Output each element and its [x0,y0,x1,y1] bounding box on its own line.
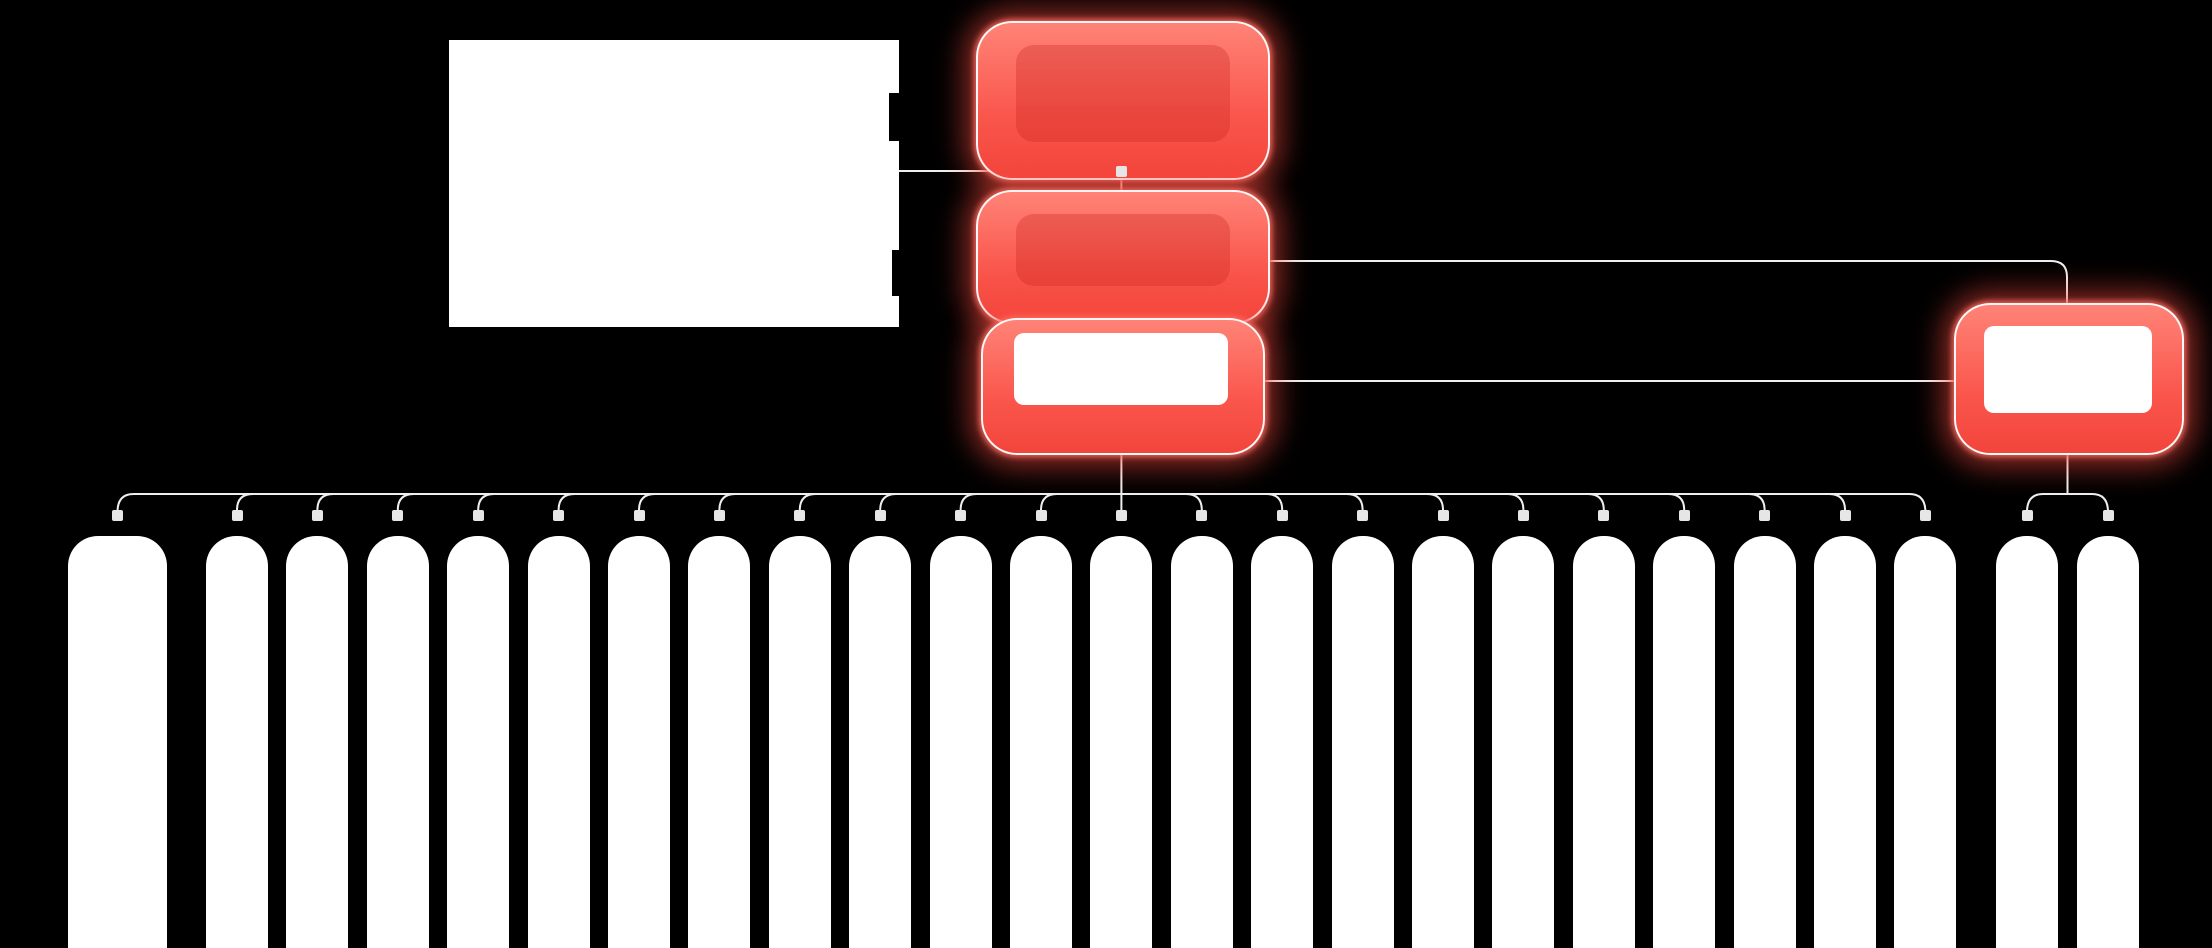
topic-node-middle[interactable] [976,190,1270,324]
connection-handle[interactable] [112,510,123,521]
child-node[interactable] [688,536,751,948]
child-node[interactable] [1412,536,1474,948]
child-node[interactable] [1572,536,1635,948]
connection-handle[interactable] [794,510,806,521]
connection-handle[interactable] [1678,510,1690,521]
connection-handle[interactable] [553,510,565,521]
topic-node-right[interactable] [1954,303,2184,455]
connection-handle[interactable] [2021,510,2033,521]
topic-text-field[interactable] [1984,326,2152,413]
child-node[interactable] [1814,536,1876,948]
child-node[interactable] [768,536,831,948]
topic-text-field[interactable] [1014,333,1228,405]
connection-handle[interactable] [1357,510,1369,521]
topic-node-top[interactable] [976,21,1270,180]
connection-handle[interactable] [311,510,323,521]
child-node[interactable] [1894,536,1957,948]
connection-handle[interactable] [1276,510,1288,521]
connection-handle[interactable] [1035,510,1047,521]
child-node[interactable] [1653,536,1716,948]
topic-content-area [1016,45,1230,142]
white-panel[interactable] [449,40,899,327]
connection-handle[interactable] [1919,510,1931,521]
connection-handle[interactable] [713,510,725,521]
connection-handle[interactable] [2102,510,2114,521]
child-node[interactable] [527,536,590,948]
child-node[interactable] [447,536,510,948]
connection-handle[interactable] [633,510,645,521]
connection-handle[interactable] [392,510,404,521]
connection-handle[interactable] [1196,510,1208,521]
child-node[interactable] [286,536,349,948]
child-node[interactable] [206,536,268,948]
topic-node-bottom[interactable] [981,318,1265,455]
child-node[interactable] [1090,536,1153,948]
child-node[interactable] [1251,536,1314,948]
child-node[interactable] [608,536,670,948]
connection-handle[interactable] [874,510,886,521]
child-node[interactable] [929,536,992,948]
connection-handle[interactable] [955,510,967,521]
child-node[interactable] [1170,536,1233,948]
connection-handle[interactable] [1759,510,1771,521]
panel-notch [889,93,931,141]
child-node[interactable] [1996,536,2058,948]
connection-handle[interactable] [1598,510,1610,521]
connection-handle[interactable] [1517,510,1529,521]
child-node[interactable] [68,536,167,948]
connection-handle[interactable] [472,510,484,521]
topic-content-area [1016,214,1230,286]
panel-notch [892,250,931,296]
child-node[interactable] [1010,536,1072,948]
connection-handle[interactable] [1115,510,1127,521]
child-node[interactable] [2077,536,2139,948]
child-node[interactable] [1331,536,1394,948]
connection-handle[interactable] [231,510,243,521]
child-node[interactable] [849,536,912,948]
child-node[interactable] [366,536,429,948]
child-node[interactable] [1492,536,1555,948]
child-node[interactable] [1733,536,1796,948]
connection-handle[interactable] [1839,510,1851,521]
connection-handle[interactable] [1115,165,1127,177]
connection-handle[interactable] [1437,510,1449,521]
